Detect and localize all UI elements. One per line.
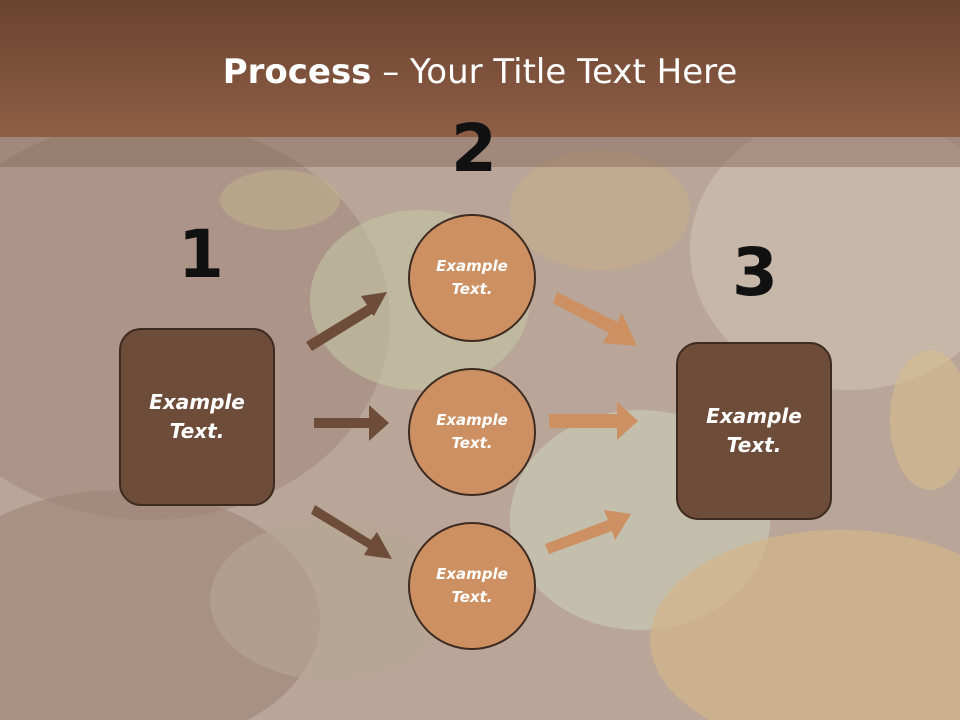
step-number-2: 2	[451, 110, 497, 187]
title-band	[0, 137, 960, 167]
title-rest: – Your Title Text Here	[371, 52, 738, 92]
result-box: Example Text.	[676, 342, 832, 520]
circle-bottom-text: Example Text.	[436, 565, 508, 606]
circle-top: Example Text.	[408, 214, 536, 342]
circle-top-text: Example Text.	[436, 257, 508, 298]
arrow-left-to-middle	[314, 405, 389, 441]
arrow-left-to-top	[306, 292, 387, 351]
arrow-bottom-to-right	[545, 510, 631, 554]
title-bold: Process	[222, 52, 372, 92]
result-box-text: Example Text.	[706, 404, 802, 457]
step-number-3: 3	[732, 234, 778, 311]
step-number-1: 1	[178, 216, 224, 293]
circle-bottom: Example Text.	[408, 522, 536, 650]
arrow-middle-to-right	[549, 402, 638, 440]
slide-title: Process – Your Title Text Here	[0, 52, 960, 92]
arrow-left-to-bottom	[311, 505, 392, 559]
source-box: Example Text.	[119, 328, 275, 506]
title-bar	[0, 0, 960, 137]
source-box-text: Example Text.	[149, 390, 245, 443]
circle-middle-text: Example Text.	[436, 411, 508, 452]
circle-middle: Example Text.	[408, 368, 536, 496]
arrow-top-to-right	[553, 292, 637, 346]
